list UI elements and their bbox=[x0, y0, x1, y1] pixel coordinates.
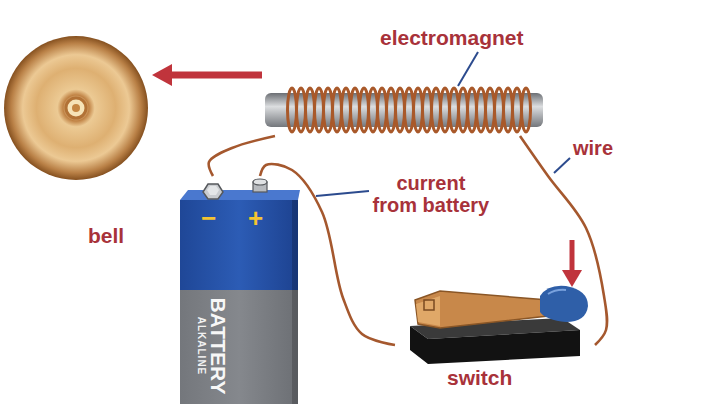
battery-brand-text: ALKALINE bbox=[196, 317, 207, 376]
electromagnet-label: electromagnet bbox=[380, 26, 524, 49]
electromagnet-node: electromagnet bbox=[262, 22, 557, 136]
text-slot: electromagnet bbox=[380, 26, 524, 49]
circuit-wire bbox=[260, 164, 395, 345]
press-arrow bbox=[562, 240, 582, 287]
switch-label: switch bbox=[447, 366, 512, 389]
attraction-arrow bbox=[169, 72, 262, 79]
bell-label: bell bbox=[88, 224, 124, 247]
battery-node: − + ALKALINEBATTERY bbox=[178, 176, 302, 404]
electromagnet-coil bbox=[288, 88, 531, 132]
wire-label: wire bbox=[573, 137, 613, 159]
text-slot: bell bbox=[88, 224, 124, 247]
circuit-wire bbox=[209, 136, 275, 176]
current-label: current from battery bbox=[372, 172, 490, 216]
switch-node: switch bbox=[395, 278, 595, 400]
battery-body bbox=[180, 179, 300, 404]
label-slot: wire bbox=[573, 137, 613, 159]
circuit-wire bbox=[520, 136, 607, 345]
text-slot: switch bbox=[447, 366, 512, 389]
text-slot: + bbox=[248, 204, 263, 233]
text-slot: − bbox=[201, 204, 216, 233]
switch-body bbox=[410, 286, 588, 364]
battery-type-text: BATTERY bbox=[207, 298, 230, 395]
label-slot: current from battery bbox=[372, 172, 490, 216]
arrow-head bbox=[152, 64, 172, 86]
minus-terminal-sign: − bbox=[201, 204, 216, 233]
bell-node: bell bbox=[2, 34, 152, 254]
rotated-text-group: ALKALINEBATTERY bbox=[196, 292, 230, 400]
bell-dome bbox=[4, 36, 148, 180]
plus-terminal-sign: + bbox=[248, 204, 263, 233]
